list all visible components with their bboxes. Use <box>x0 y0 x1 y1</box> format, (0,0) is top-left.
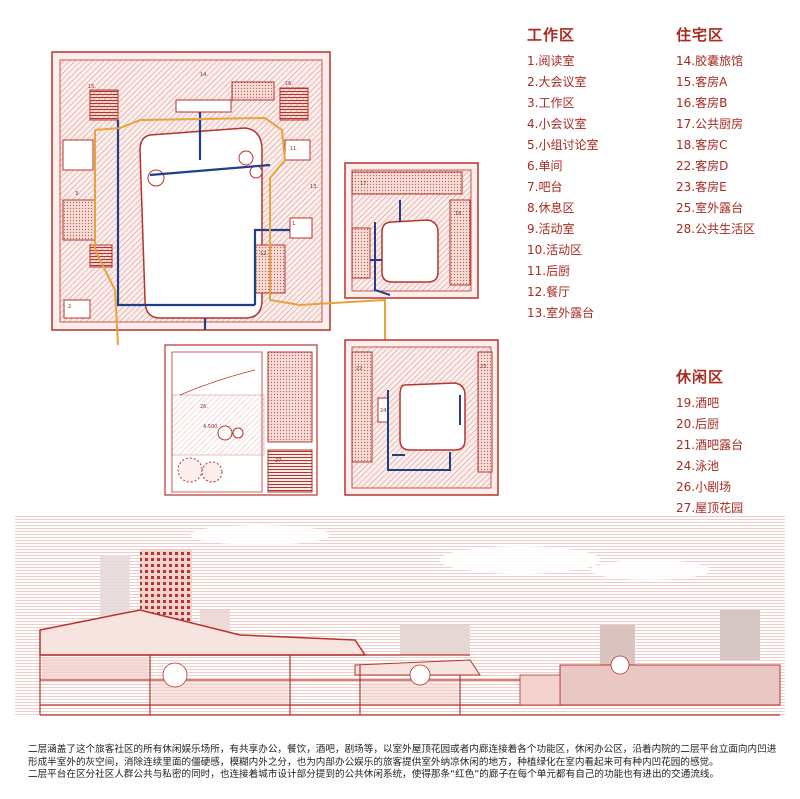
legend-item: 7.吧台 <box>527 180 563 194</box>
plan-label: 2. <box>68 304 73 310</box>
plan-label: 12. <box>260 251 268 257</box>
caption: 二层涵盖了这个旅客社区的所有休闲娱乐场所，有共享办公，餐饮，酒吧，剧场等，以室外… <box>28 744 778 782</box>
plan-label: 3. <box>75 191 80 197</box>
plan-label: 13. <box>310 184 318 190</box>
plan-label: 27. <box>275 458 283 464</box>
legend-item: 13.室外露台 <box>527 306 595 320</box>
plan-label: 24. <box>380 408 388 414</box>
plan-label: 22. <box>356 366 364 372</box>
caption-line-2: 二层平台在区分社区人群公共与私密的同时，也连接着城市设计部分提到的公共休闲系统，… <box>28 769 720 780</box>
legend-item: 23.客房E <box>676 180 727 194</box>
legend-item: 8.休息区 <box>527 201 575 215</box>
legend-item: 25.室外露台 <box>676 201 744 215</box>
legend-leisure: 休闲区 19.酒吧 20.后厨 21.酒吧露台 24.泳池 26.小剧场 27.… <box>676 366 743 519</box>
plan-label: 1. <box>292 221 297 227</box>
plan-label: 4.500 <box>203 424 217 430</box>
legend-item: 9.活动室 <box>527 222 575 236</box>
legend-item: 2.大会议室 <box>527 75 587 89</box>
plan-label: 16. <box>285 81 293 87</box>
block-work-area <box>51 51 386 470</box>
legend-item: 19.酒吧 <box>676 396 720 410</box>
legend-work: 工作区 1.阅读室 2.大会议室 3.工作区 4.小会议室 5.小组讨论室 6.… <box>527 24 598 324</box>
legend-item: 18.客房C <box>676 138 728 152</box>
legend-item: 1.阅读室 <box>527 54 575 68</box>
legend-item: 15.客房A <box>676 75 728 89</box>
legend-item: 21.酒吧露台 <box>676 438 744 452</box>
block-leisure-garden <box>164 344 318 496</box>
block-residential-b <box>344 339 499 496</box>
legend-item: 17.公共厨房 <box>676 117 744 131</box>
legend-item: 26.小剧场 <box>676 480 732 494</box>
plan-label: 17. <box>360 181 368 187</box>
legend-item: 20.后厨 <box>676 417 720 431</box>
plan-label: 26. <box>200 404 208 410</box>
legend-work-title: 工作区 <box>527 26 576 44</box>
legend-item: 4.小会议室 <box>527 117 587 131</box>
caption-line-1: 二层涵盖了这个旅客社区的所有休闲娱乐场所，有共享办公，餐饮，酒吧，剧场等，以室外… <box>28 744 777 768</box>
legend-item: 12.餐厅 <box>527 285 571 299</box>
legend-item: 16.客房B <box>676 96 728 110</box>
plan-label: 11. <box>290 146 298 152</box>
floor-plan: 14. 15. 16. 13. 3. 1. 2. 11. 12. 17. 18.… <box>51 51 499 496</box>
legend-item: 24.泳池 <box>676 459 720 473</box>
legend-leisure-title: 休闲区 <box>676 368 725 386</box>
legend-item: 5.小组讨论室 <box>527 138 599 152</box>
legend-item: 22.客房D <box>676 159 729 173</box>
plan-label: 14. <box>200 72 208 78</box>
legend-item: 14.胶囊旅馆 <box>676 54 744 68</box>
legend-item: 28.公共生活区 <box>676 222 756 236</box>
legend-item: 3.工作区 <box>527 96 575 110</box>
plan-label: 23. <box>480 364 488 370</box>
legend-item: 10.活动区 <box>527 243 583 257</box>
legend-residential: 住宅区 14.胶囊旅馆 15.客房A 16.客房B 17.公共厨房 18.客房C… <box>676 24 755 240</box>
legend-residential-title: 住宅区 <box>676 26 725 44</box>
plan-label: 15. <box>88 84 96 90</box>
legend-item: 6.单间 <box>527 159 563 173</box>
plan-label: 18. <box>455 211 463 217</box>
legend-item: 11.后厨 <box>527 264 571 278</box>
block-residential-a <box>344 162 479 299</box>
section-drawing <box>15 515 785 716</box>
legend-item: 27.屋顶花园 <box>676 501 744 515</box>
